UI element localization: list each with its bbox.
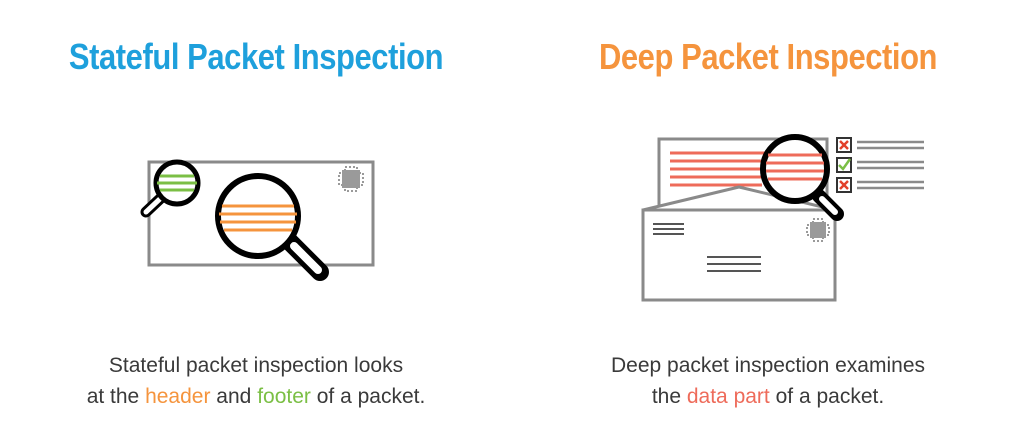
data-part-highlight: data part [686, 385, 770, 408]
small-magnifier-icon [140, 159, 201, 218]
deep-illustration [641, 134, 924, 302]
stateful-caption-suffix: of a packet. [310, 385, 426, 408]
deep-caption-suffix: of a packet. [769, 385, 885, 408]
stamp-icon [806, 218, 830, 242]
deep-caption-prefix: the [651, 385, 687, 408]
envelope-icon [641, 185, 837, 302]
large-magnifier-icon [760, 134, 844, 221]
deep-panel: Deep Packet Inspection [512, 0, 1024, 446]
stateful-illustration [140, 159, 375, 281]
header-highlight: header [145, 385, 211, 408]
stateful-caption-prefix: at the [86, 385, 146, 408]
checklist-icon [836, 137, 924, 193]
stateful-panel: Stateful Packet Inspection [0, 36, 512, 412]
stamp-icon [338, 166, 364, 192]
deep-caption-line1: Deep packet inspection examines [610, 354, 925, 377]
footer-highlight: footer [257, 385, 311, 408]
deep-caption: Deep packet inspection examines the data… [512, 350, 1024, 412]
stateful-caption-line1: Stateful packet inspection looks [108, 354, 404, 377]
stateful-caption-mid: and [210, 385, 258, 408]
large-magnifier-icon [215, 173, 329, 281]
stateful-caption: Stateful packet inspection looks at the … [0, 350, 512, 412]
stateful-title: Stateful Packet Inspection [68, 36, 444, 77]
deep-title: Deep Packet Inspection [598, 36, 938, 77]
